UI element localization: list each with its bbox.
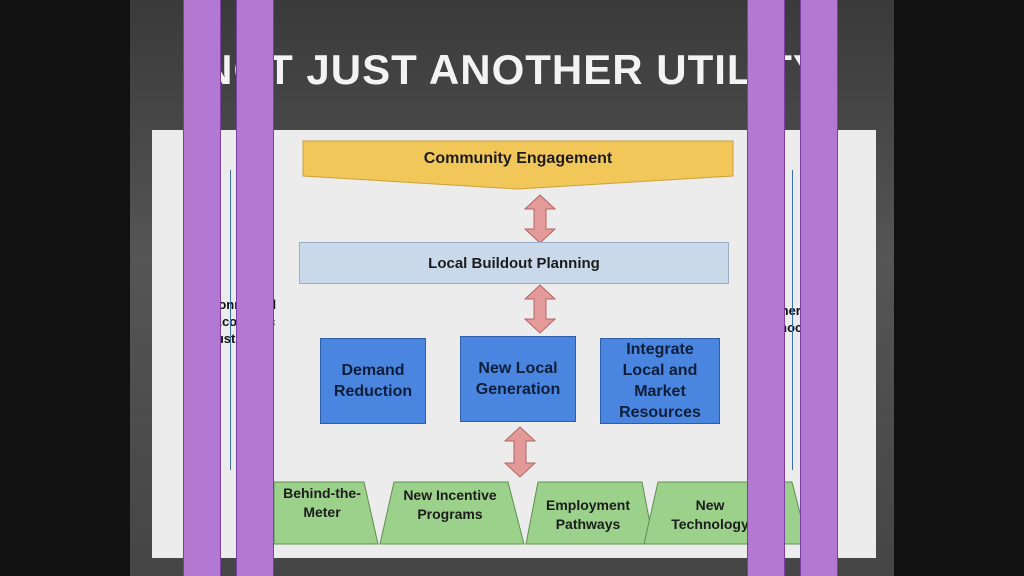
double-arrow-icon [524, 284, 556, 334]
community-engagement-banner [302, 140, 734, 190]
double-arrow-icon [504, 426, 536, 478]
double-arrow-icon [524, 194, 556, 244]
new-local-generation-box: New Local Generation [460, 336, 576, 422]
new-incentive-programs-label: New Incentive Programs [403, 487, 497, 522]
demand-reduction-box: Demand Reduction [320, 338, 426, 424]
behind-the-meter-label: Behind-the-Meter [283, 485, 361, 520]
overlay-bar [183, 0, 221, 576]
left-pillar-line [230, 170, 231, 470]
new-technology-label: New Technology [671, 497, 749, 532]
employment-pathways-label: Employment Pathways [545, 497, 630, 532]
local-buildout-planning-box: Local Buildout Planning [299, 242, 729, 284]
overlay-bar [800, 0, 838, 576]
new-incentive-programs-shape [379, 481, 525, 545]
community-engagement-label: Community Engagement [423, 150, 613, 167]
integrate-resources-box: Integrate Local and Market Resources [600, 338, 720, 424]
left-letterbox [0, 0, 130, 576]
right-pillar-line [792, 170, 793, 470]
behind-the-meter-shape [273, 481, 379, 545]
overlay-bar [747, 0, 785, 576]
right-letterbox [894, 0, 1024, 576]
overlay-bar [236, 0, 274, 576]
slide-title: NOT JUST ANOTHER UTILITY [202, 46, 822, 93]
